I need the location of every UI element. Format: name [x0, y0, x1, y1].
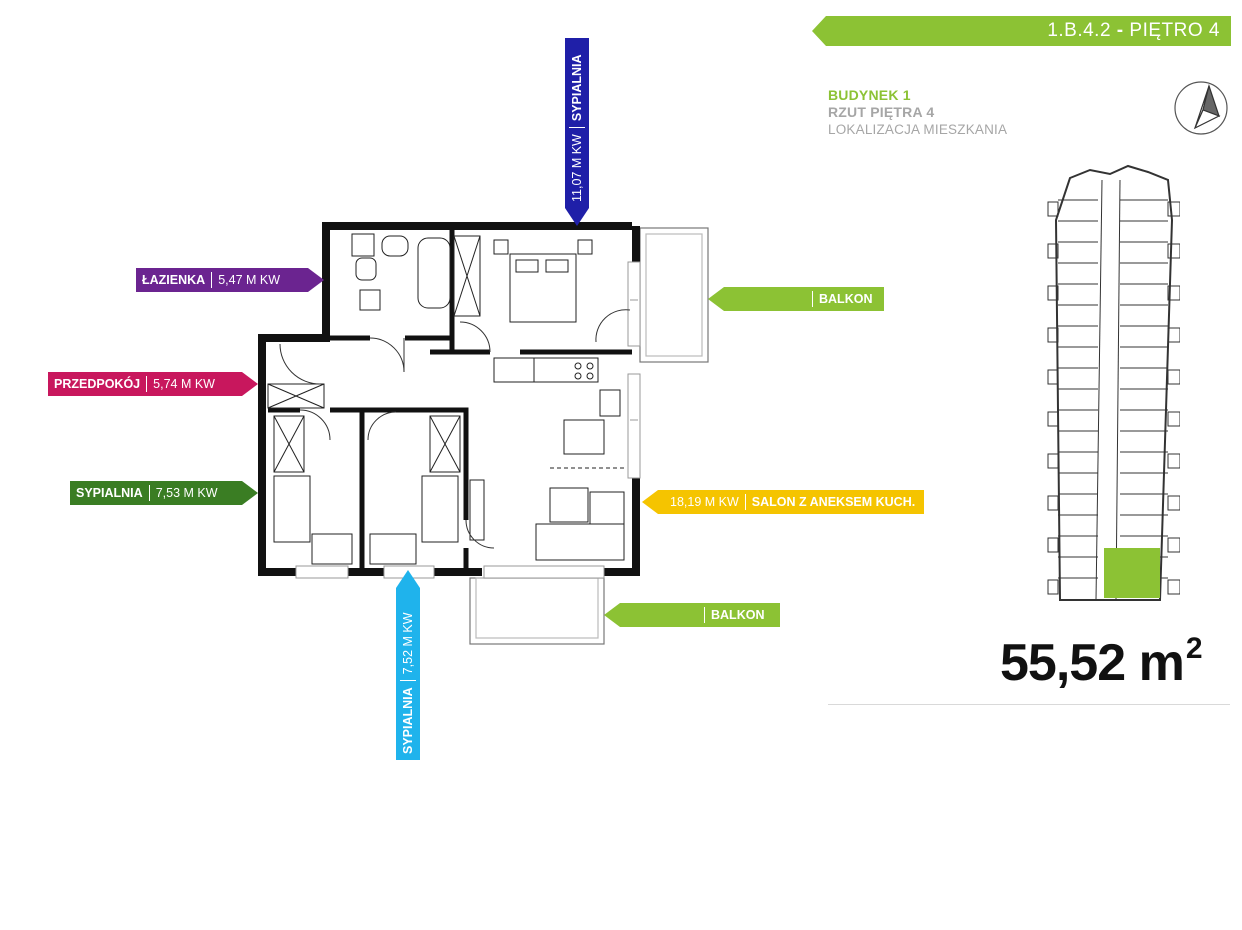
banner-separator: - — [1111, 20, 1130, 41]
doors — [279, 309, 631, 549]
living-label: 18,19 M KW SALON Z ANEKSEM KUCH. — [664, 491, 921, 513]
balcony-bottom-label: BALKON — [704, 604, 770, 626]
bedroom-bottom-pointer — [396, 570, 420, 760]
hallway-area: 5,74 M KW — [153, 377, 215, 391]
hallway-label: PRZEDPOKÓJ 5,74 M KW — [48, 373, 221, 395]
living-name: SALON Z ANEKSEM KUCH. — [751, 495, 916, 509]
living-area: 18,19 M KW — [670, 495, 739, 509]
floor-plan — [258, 222, 709, 645]
banner-arrow-shape — [812, 16, 1231, 46]
bedroom-top-name: SYPIALNIA — [570, 54, 584, 122]
balcony-bottom-name: BALKON — [711, 608, 765, 622]
windows — [295, 261, 641, 579]
bedroom-bottom-name: SYPIALNIA — [401, 687, 415, 754]
living-pointer — [642, 490, 924, 514]
balcony-right-outline — [639, 227, 709, 363]
balcony-bottom-outline — [469, 577, 605, 645]
bedroom-top-area: 11,07 M KW — [570, 134, 584, 202]
interior-walls — [268, 230, 632, 568]
building-label: BUDYNEK 1 — [828, 87, 911, 103]
banner-text: 1.B.4.2 - PIĘTRO 4 — [812, 16, 1220, 46]
total-area-exponent: 2 — [1185, 632, 1203, 665]
bedroom-left-label: SYPIALNIA 7,53 M KW — [70, 482, 224, 504]
apartment-location-marker — [1104, 548, 1160, 598]
balcony-bottom-pointer — [604, 603, 780, 627]
bedroom-left-pointer — [70, 481, 258, 505]
total-area: 55,52 m2 — [1000, 632, 1203, 693]
hallway-pointer — [48, 372, 258, 396]
divider-line — [828, 704, 1230, 705]
balcony-right-name: BALKON — [819, 292, 873, 306]
bedroom-top-pointer — [565, 38, 589, 226]
bathroom-area: 5,47 M KW — [218, 273, 281, 287]
balcony-right-pointer — [708, 287, 884, 311]
north-arrow-icon — [1174, 81, 1228, 135]
floor-label: PIĘTRO 4 — [1129, 20, 1220, 41]
location-label: LOKALIZACJA MIESZKANIA — [828, 122, 1008, 137]
bedroom-bottom-area: 7,52 M KW — [401, 612, 415, 675]
balcony-right-label: BALKON — [812, 288, 878, 310]
hallway-name: PRZEDPOKÓJ — [54, 377, 141, 391]
bedroom-bottom-label: SYPIALNIA 7,52 M KW — [397, 612, 421, 930]
bedroom-left-area: 7,53 M KW — [155, 486, 218, 500]
total-area-value: 55,52 — [1000, 634, 1126, 692]
bathroom-name: ŁAZIENKA — [142, 273, 206, 287]
total-area-unit: m — [1138, 634, 1185, 692]
fixtures — [267, 233, 625, 565]
floor-plan-label: RZUT PIĘTRA 4 — [828, 104, 935, 120]
bathroom-label: ŁAZIENKA 5,47 M KW — [136, 269, 286, 291]
apartment-code: 1.B.4.2 — [1047, 20, 1112, 41]
exterior-walls — [258, 222, 640, 576]
building-location-map — [1047, 164, 1180, 601]
bathroom-pointer — [136, 268, 324, 292]
bedroom-left-name: SYPIALNIA — [76, 486, 143, 500]
bedroom-top-label: 11,07 M KW SYPIALNIA — [566, 54, 590, 378]
apartment-banner: 1.B.4.2 - PIĘTRO 4 — [812, 16, 1231, 46]
